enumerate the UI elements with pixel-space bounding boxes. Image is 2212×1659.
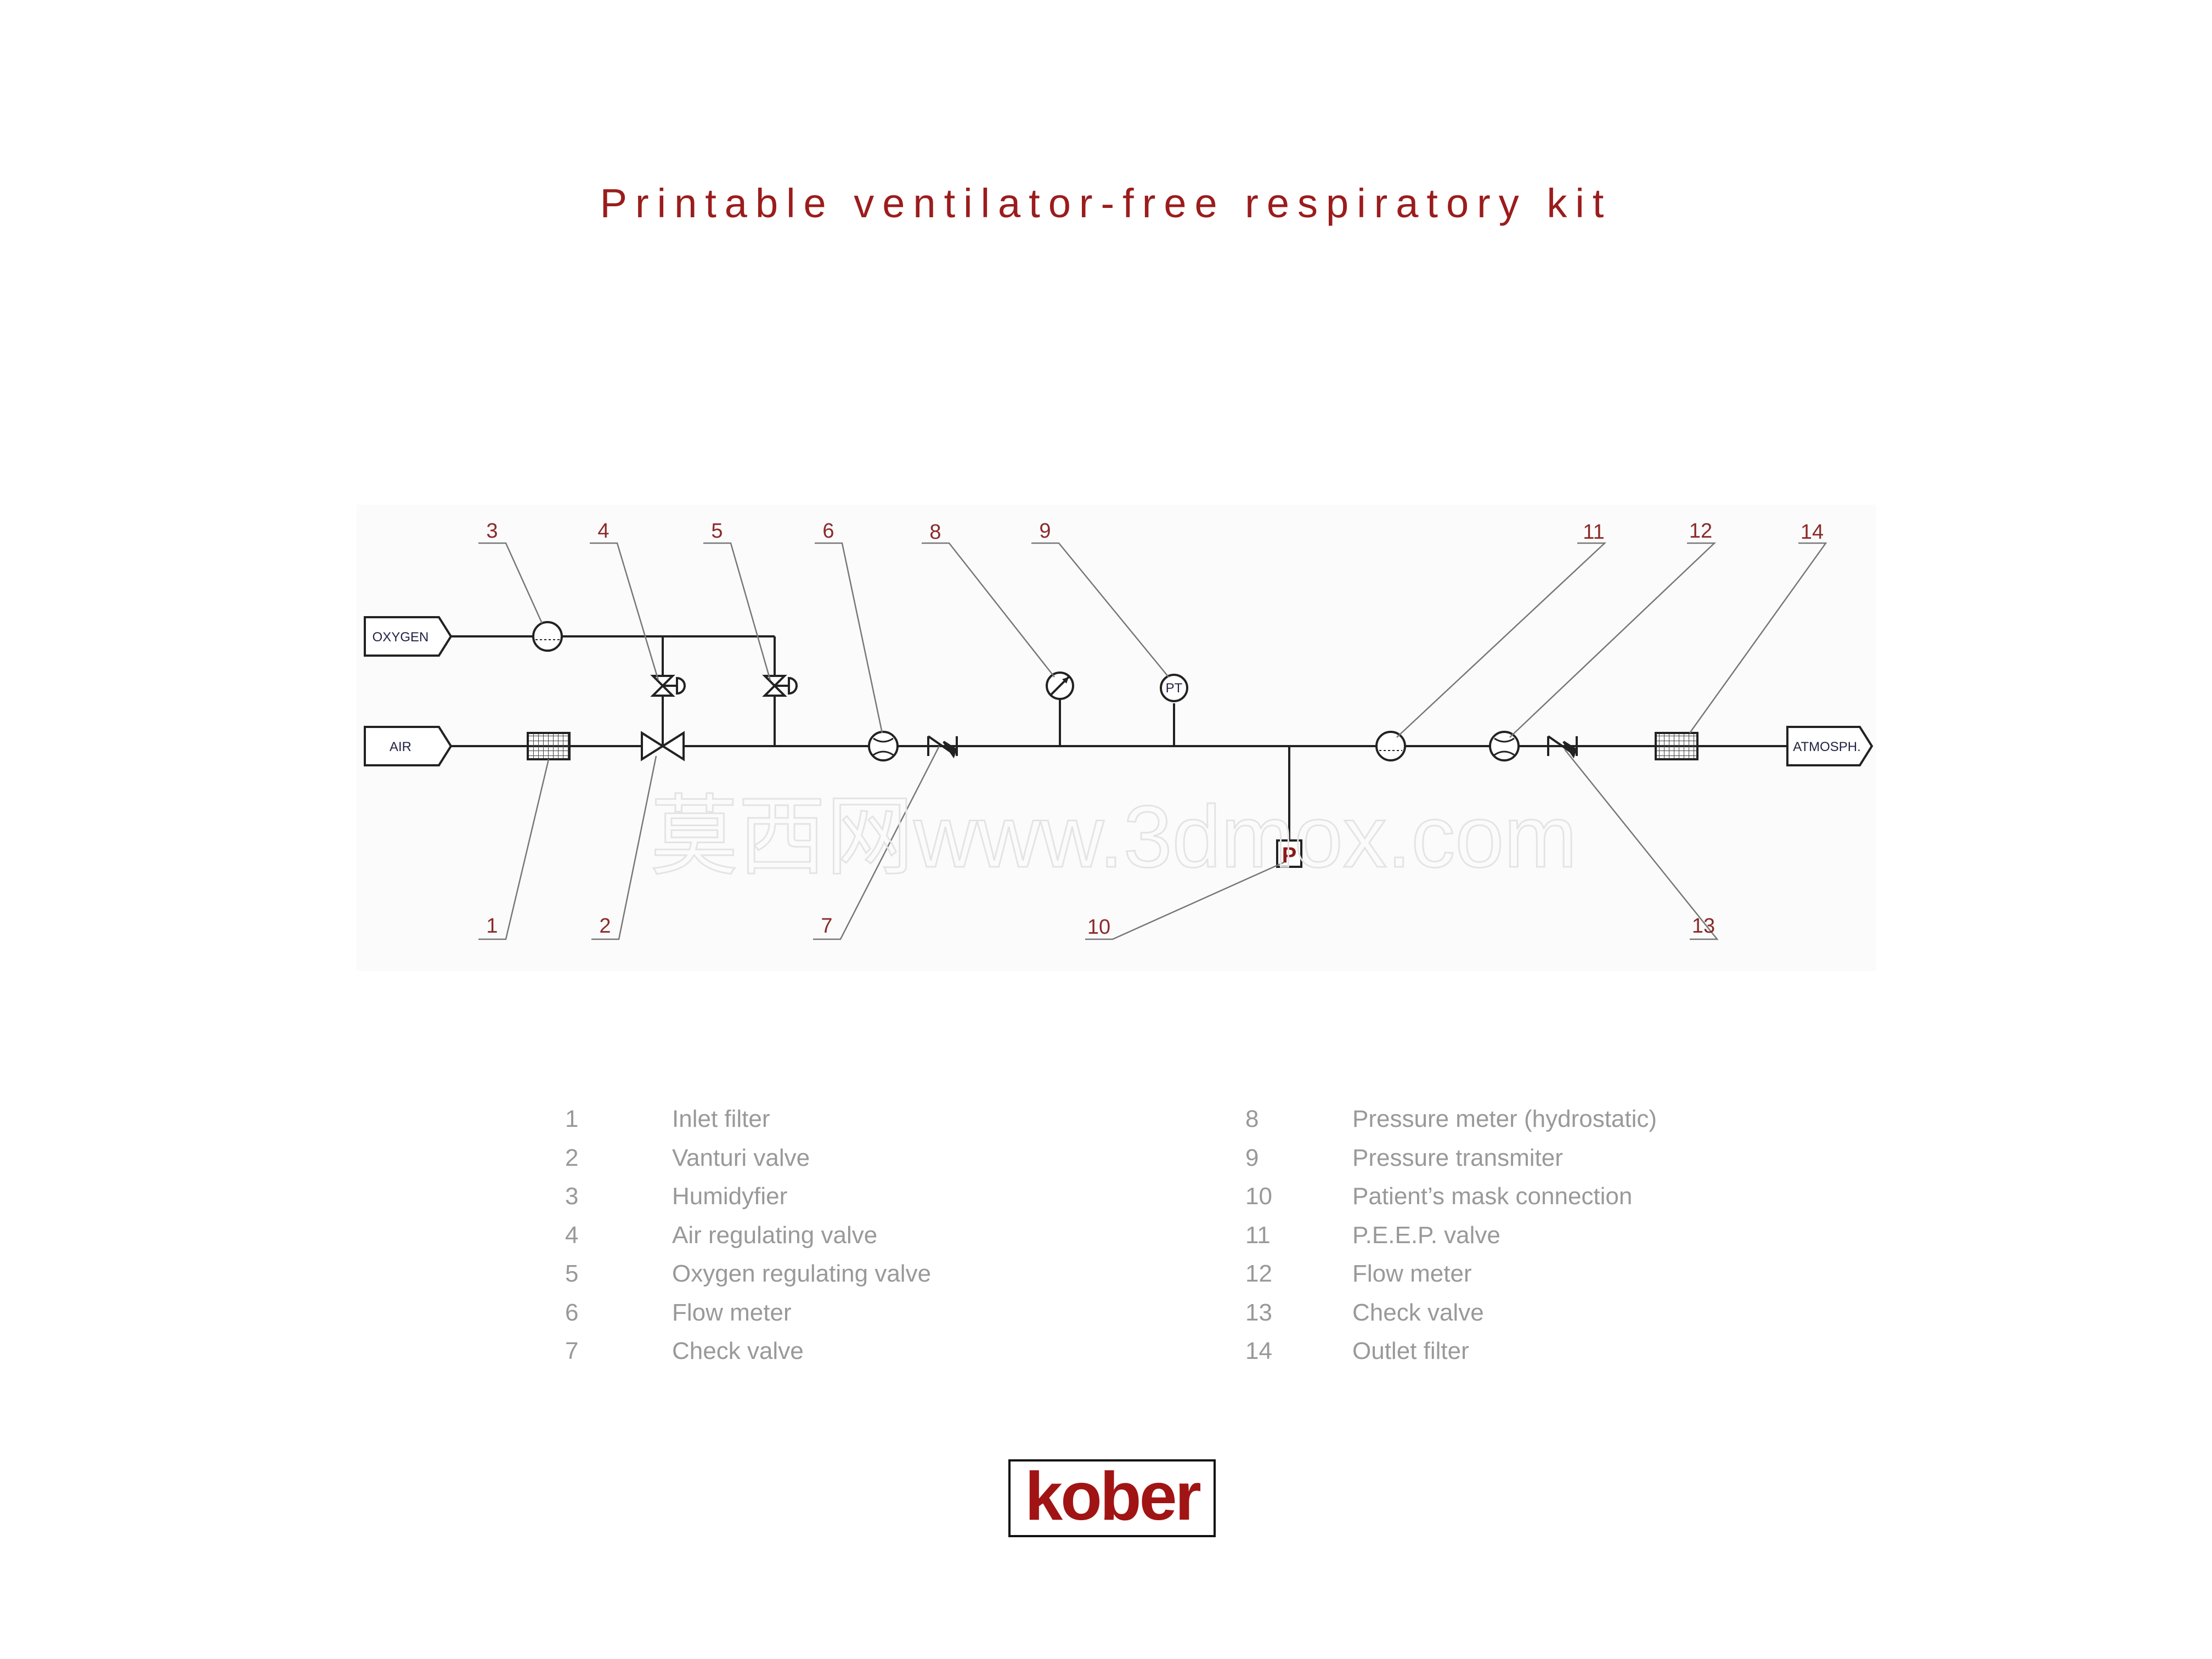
callout-4: 4	[597, 520, 609, 543]
air-regulating-valve	[650, 675, 686, 697]
flow-meter-6	[868, 731, 899, 761]
pressure-meter	[1046, 672, 1074, 700]
callout-2: 2	[599, 915, 611, 938]
pressure-transmitter: PT	[1160, 674, 1188, 702]
kober-logo: kober	[1008, 1459, 1216, 1537]
callout-numbers: 3 4 5 6 8 9 11 12 14 1 2 7 10 13	[486, 520, 1824, 939]
svg-text:PT: PT	[1166, 681, 1183, 696]
flow-meter-12	[1489, 731, 1520, 761]
peep-valve	[1375, 731, 1406, 761]
venturi-valve	[641, 731, 685, 761]
callout-14: 14	[1801, 521, 1824, 544]
callout-9: 9	[1039, 520, 1051, 543]
outlet-filter	[1655, 732, 1699, 760]
humidifier	[532, 621, 563, 652]
logo-text: kober	[1025, 1459, 1201, 1534]
diagram-panel	[357, 505, 1876, 971]
callout-7: 7	[821, 915, 832, 938]
svg-text:AIR: AIR	[390, 740, 411, 754]
svg-text:P: P	[1282, 843, 1297, 867]
page-title: Printable ventilator-free respiratory ki…	[600, 180, 1612, 226]
leader-lines	[478, 542, 1827, 940]
svg-text:OXYGEN: OXYGEN	[373, 630, 429, 645]
patient-mask-connection: P	[1276, 839, 1302, 868]
callout-11: 11	[1583, 521, 1604, 544]
oxygen-regulating-valve	[762, 675, 798, 697]
watermark: 莫西网www.3dmox.com	[650, 787, 1577, 885]
callout-13: 13	[1692, 915, 1715, 938]
inlet-filter	[527, 732, 571, 760]
callout-8: 8	[929, 521, 941, 544]
air-inlet: AIR	[364, 726, 453, 766]
callout-5: 5	[711, 520, 723, 543]
callout-3: 3	[486, 520, 498, 543]
callout-12: 12	[1689, 520, 1712, 543]
atmosphere-outlet: ATMOSPH.	[1786, 726, 1874, 766]
callout-10: 10	[1087, 916, 1110, 939]
check-valve-13	[1547, 735, 1578, 759]
callout-6: 6	[822, 520, 834, 543]
svg-text:ATMOSPH.: ATMOSPH.	[1793, 740, 1861, 754]
check-valve-7	[927, 735, 958, 759]
oxygen-inlet: OXYGEN	[364, 616, 453, 657]
callout-1: 1	[486, 915, 498, 938]
